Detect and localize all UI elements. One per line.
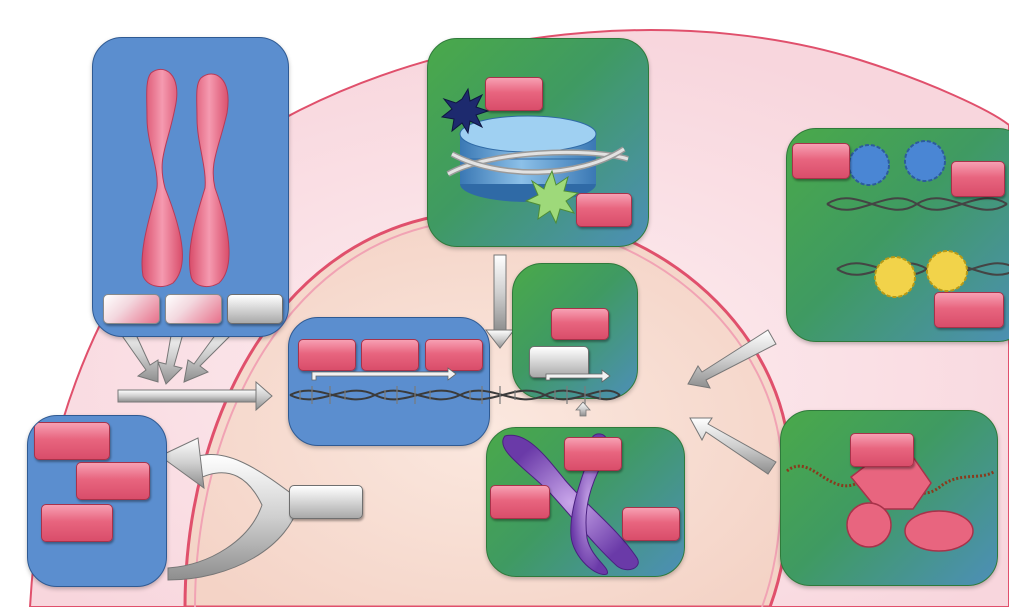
feedback-tag-3: [41, 504, 113, 542]
binding-tag-top-right: [951, 161, 1005, 197]
arrow-nucleosome-down: [484, 254, 516, 349]
transcription-tag: [551, 308, 609, 340]
light-star-icon: [524, 169, 580, 225]
feedback-tag-2: [76, 462, 150, 500]
rna-complex-panel: [780, 410, 998, 586]
arrow-from-right-lower: [689, 417, 777, 475]
gene-expression-panel: [288, 317, 490, 446]
nucleosome-tag-top: [485, 77, 543, 111]
dark-star-icon: [440, 87, 490, 135]
transcription-panel: [512, 263, 638, 399]
chromatin-tag-top: [564, 437, 622, 471]
chromosome-tag-middle: [165, 294, 222, 324]
rna-protein-complex-icon: [786, 456, 996, 552]
expression-tag-2: [361, 339, 419, 371]
rna-complex-tag: [850, 433, 914, 467]
histone-octamer-icon: [440, 87, 629, 225]
nucleosome-panel: [427, 38, 649, 247]
chromosome-tag-right: [227, 294, 283, 324]
expression-tag-1: [298, 339, 356, 371]
chromosomes-panel: [92, 37, 289, 337]
chromosome-tag-left: [103, 294, 160, 324]
homologous-chromosomes-icon: [141, 68, 230, 287]
chromatin-tag-right: [622, 507, 680, 541]
dna-binding-proteins-panel: [786, 128, 1009, 342]
chromatin-panel: [486, 427, 685, 577]
feedback-panel: [27, 415, 167, 587]
arrow-from-right-upper: [687, 329, 777, 389]
transcription-gray-tag: [529, 346, 589, 378]
arrow-chromatin-up: [575, 401, 591, 417]
chromatin-tag-left: [490, 485, 550, 519]
nucleosome-tag-bottom: [576, 193, 632, 227]
feedback-tag-1: [34, 422, 110, 460]
feedback-gray-tag: [289, 485, 363, 519]
arrow-to-dna: [117, 380, 273, 412]
binding-tag-bottom: [934, 292, 1004, 328]
binding-tag-top-left: [792, 143, 850, 179]
feedback-curved-arrow: [159, 437, 301, 581]
expression-tag-3: [425, 339, 483, 371]
protein-bound-dna-icon: [826, 140, 1009, 298]
